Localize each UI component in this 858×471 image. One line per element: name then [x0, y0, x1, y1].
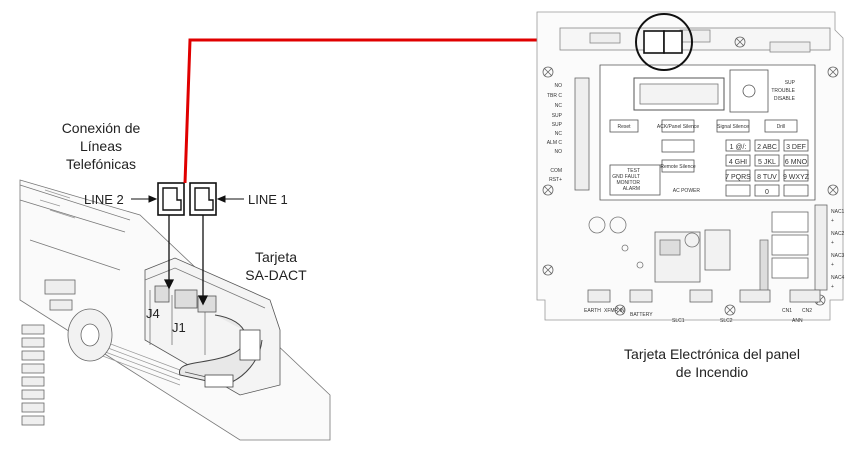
phone-lines-title: Conexión de Líneas Telefónicas	[62, 120, 141, 172]
callout-connector	[635, 13, 693, 71]
terminal-label: TBR C	[547, 93, 562, 99]
signal-silence-button-label: Signal Silence	[717, 124, 749, 130]
terminal-label: NC	[555, 131, 563, 137]
status-led-label: SUP	[785, 80, 796, 86]
ack-button-label: ACK/Panel Silence	[657, 124, 699, 130]
reset-button-label: Reset	[617, 124, 631, 130]
status-led-label: DISABLE	[774, 96, 796, 102]
keypad-key: 9 WXYZ	[783, 174, 810, 181]
line-arrows	[131, 195, 244, 203]
svg-text:Tarjeta Electrónica del panel: Tarjeta Electrónica del panel	[624, 346, 800, 362]
keypad-key: 6 MNO	[785, 159, 808, 166]
terminal-label: +	[831, 284, 834, 290]
j4-label: J4	[146, 306, 160, 321]
bottom-label: SLC1	[672, 318, 685, 324]
phone-jack-line2	[157, 182, 185, 216]
panel-bottom-labels: EARTH XFMR IN BATTERY SLC1 SLC2 CN1 CN2 …	[584, 308, 812, 324]
line2-label: LINE 2	[84, 192, 124, 207]
keypad-key: 3 DEF	[786, 144, 806, 151]
remote-silence-button-label: Remote Silence	[660, 164, 696, 170]
j1-label: J1	[172, 320, 186, 335]
terminal-label: RST+	[549, 177, 562, 183]
terminal-label: +	[831, 262, 834, 268]
panel-right-terminal-labels: NAC1 + NAC2 + NAC3 + NAC4 +	[831, 209, 845, 290]
bottom-label: BATTERY	[630, 312, 653, 318]
svg-text:SA-DACT: SA-DACT	[245, 267, 307, 283]
jack-wires	[163, 215, 209, 306]
svg-text:Telefónicas: Telefónicas	[66, 156, 136, 172]
dact-title: Tarjeta SA-DACT	[245, 249, 307, 283]
led-label: TEST	[627, 168, 640, 174]
red-connector-line	[183, 38, 642, 184]
bottom-label: SLC2	[720, 318, 733, 324]
status-led-label: TROUBLE	[771, 88, 795, 94]
terminal-label: +	[831, 240, 834, 246]
dact-board-drawing	[19, 179, 331, 441]
terminal-label: NAC4	[831, 275, 845, 281]
terminal-label: NO	[555, 83, 563, 89]
bottom-label: CN1	[782, 308, 792, 314]
svg-text:Líneas: Líneas	[80, 138, 122, 154]
led-label: AC POWER	[673, 188, 701, 194]
led-label: MONITOR	[616, 180, 640, 186]
bottom-label: CN2	[802, 308, 812, 314]
phone-jack-line1	[189, 182, 217, 216]
drill-button-label: Drill	[777, 124, 786, 130]
bottom-label: ANN	[792, 318, 803, 324]
line1-label: LINE 1	[248, 192, 288, 207]
keypad-key: 7 PQRS	[725, 174, 751, 181]
panel-led-labels: TEST GND FAULT MONITOR ALARM AC POWER SU…	[612, 80, 795, 194]
terminal-label: NC	[555, 103, 563, 109]
svg-text:Conexión de: Conexión de	[62, 120, 141, 136]
terminal-label: NAC1	[831, 209, 845, 215]
keypad-key: 5 JKL	[758, 159, 776, 166]
bottom-label: XFMR IN	[604, 308, 625, 314]
terminal-label: ALM C	[547, 140, 563, 146]
panel-button-labels: Reset ACK/Panel Silence Signal Silence D…	[617, 124, 785, 170]
keypad-key: 1 @/:	[730, 144, 747, 151]
terminal-label: +	[831, 218, 834, 224]
bottom-label: EARTH	[584, 308, 601, 314]
panel-caption: Tarjeta Electrónica del panel de Incendi…	[624, 346, 800, 380]
svg-text:Tarjeta: Tarjeta	[255, 249, 297, 265]
panel-keypad-labels: 1 @/: 2 ABC 3 DEF 4 GHI 5 JKL 6 MNO 7 PQ…	[725, 144, 810, 196]
fire-panel-board	[536, 11, 844, 321]
led-label: ALARM	[623, 186, 640, 192]
terminal-label: NAC3	[831, 253, 845, 259]
led-label: GND FAULT	[612, 174, 640, 180]
panel-left-terminal-labels: NO TBR C NC SUP SUP NC ALM C NO COM RST+	[547, 83, 563, 183]
svg-text:de Incendio: de Incendio	[676, 364, 749, 380]
keypad-key: 4 GHI	[729, 159, 747, 166]
keypad-key: 0	[765, 189, 769, 196]
terminal-label: SUP	[552, 122, 563, 128]
terminal-label: NAC2	[831, 231, 845, 237]
keypad-key: 2 ABC	[757, 144, 777, 151]
terminal-label: COM	[550, 168, 562, 174]
terminal-label: NO	[555, 149, 563, 155]
keypad-key: 8 TUV	[757, 174, 777, 181]
terminal-label: SUP	[552, 113, 563, 119]
